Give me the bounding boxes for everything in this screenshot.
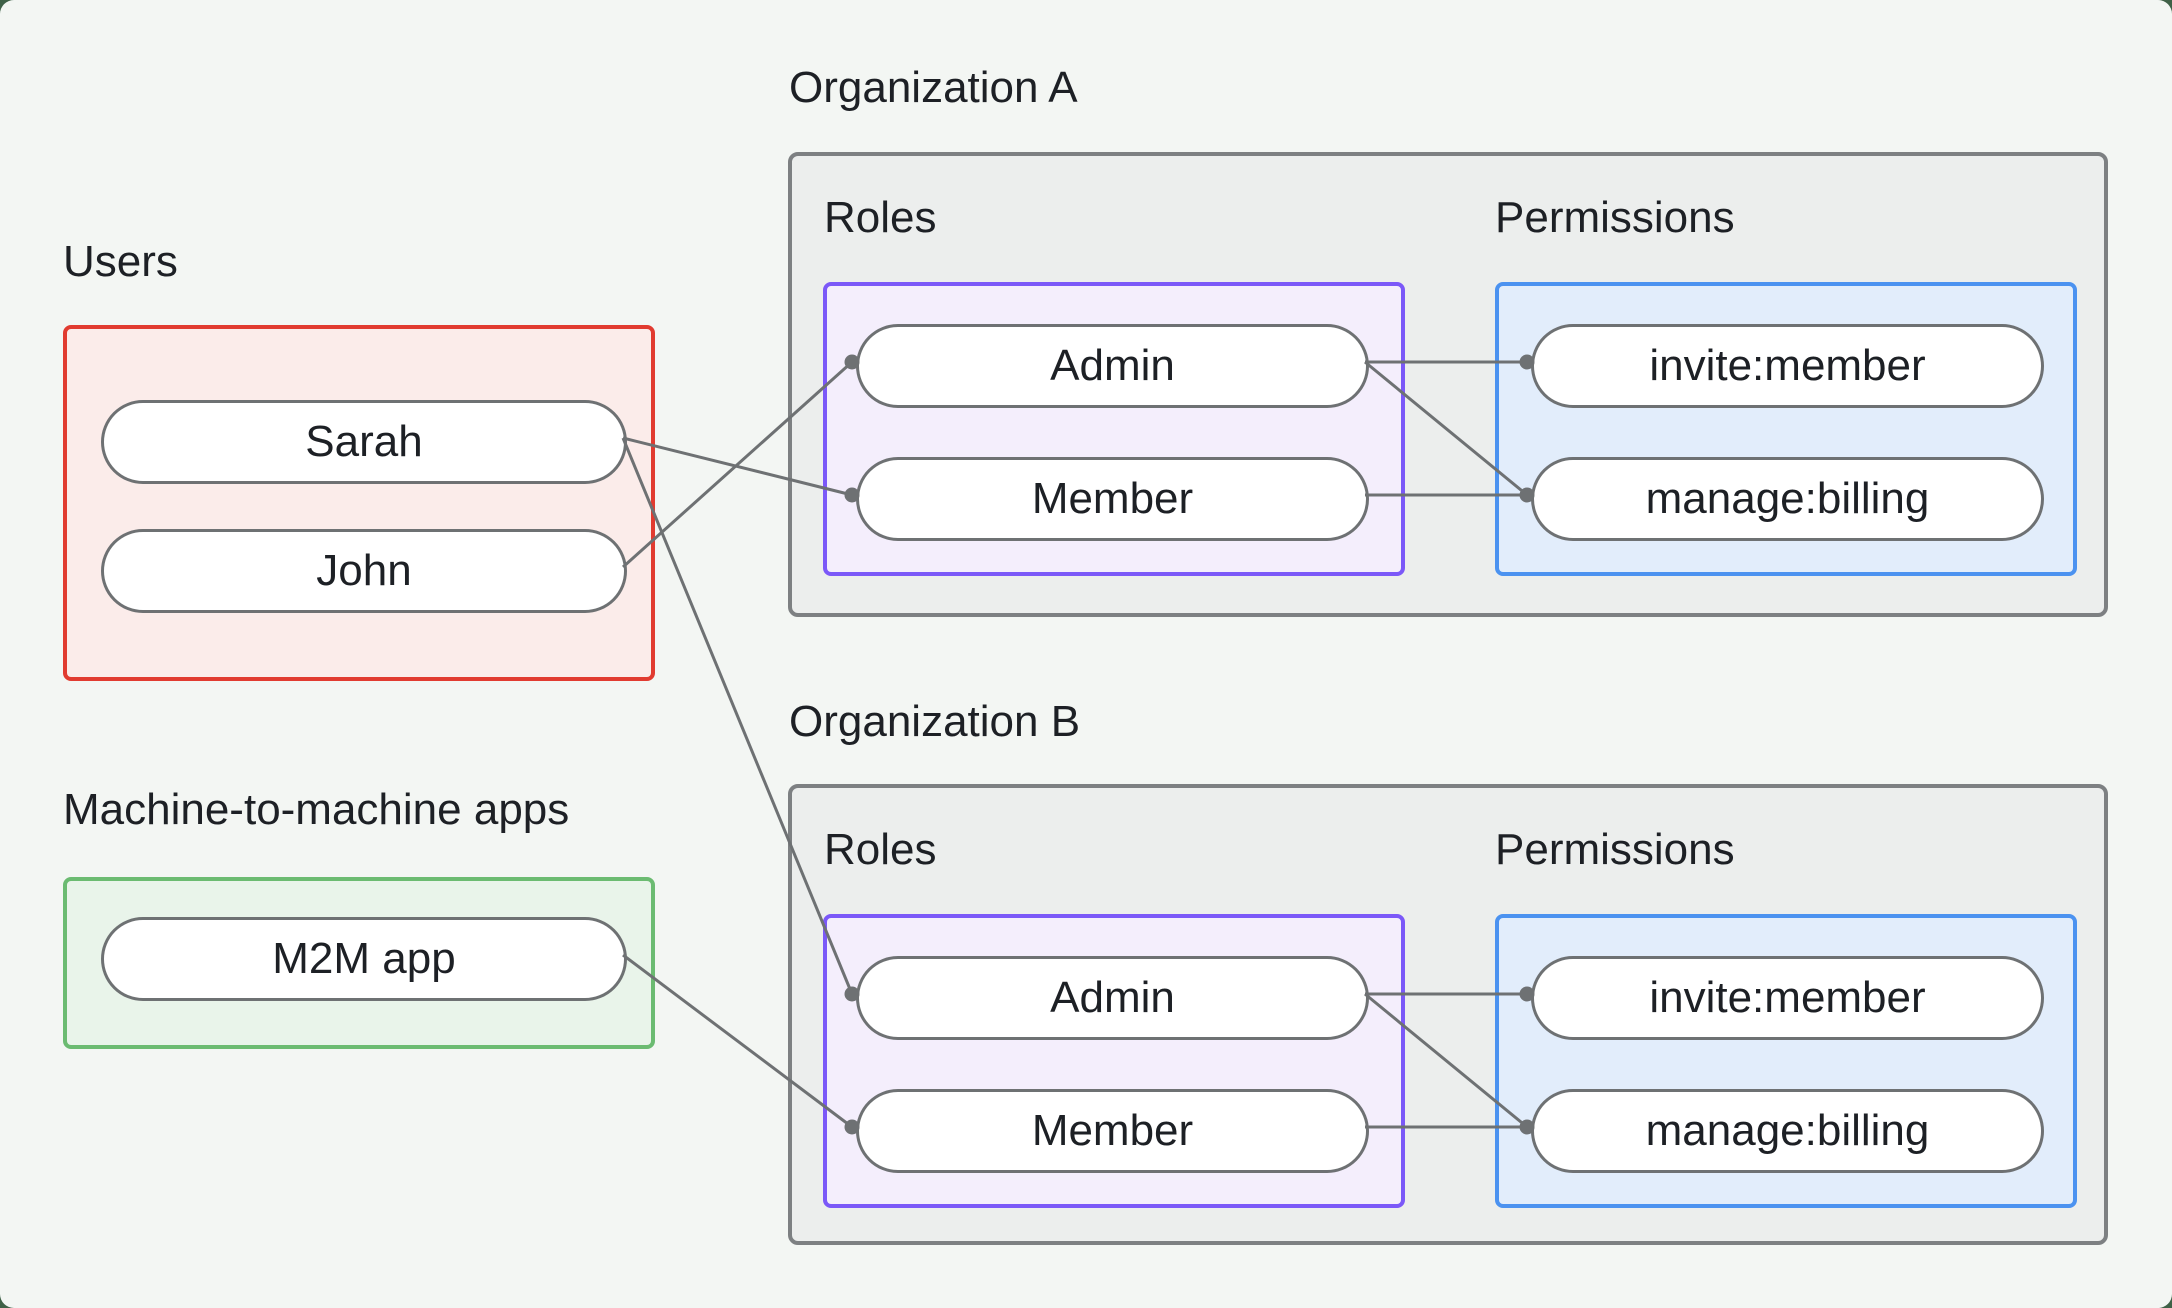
m2m-apps-group: M2M app [63,877,655,1049]
org-a-permission-manage-billing: manage:billing [1531,457,2044,541]
org-a-roles-label: Roles [824,193,937,242]
org-b-permissions-label: Permissions [1495,825,1735,874]
org-b-role-admin: Admin [856,956,1369,1040]
org-a-role-admin: Admin [856,324,1369,408]
org-a-title: Organization A [789,63,1078,112]
org-a-permissions-label: Permissions [1495,193,1735,242]
org-b-permissions-group: invite:member manage:billing [1495,914,2077,1208]
org-b-roles-label: Roles [824,825,937,874]
org-b-role-member: Member [856,1089,1369,1173]
users-label: Users [63,237,178,286]
user-node-john: John [101,529,627,613]
user-node-sarah: Sarah [101,400,627,484]
org-b-card: Roles Permissions Admin Member invite:me… [788,784,2108,1245]
org-a-permission-invite-member: invite:member [1531,324,2044,408]
org-b-permission-invite-member: invite:member [1531,956,2044,1040]
org-b-permission-manage-billing: manage:billing [1531,1089,2044,1173]
users-group: Sarah John [63,325,655,681]
org-a-permissions-group: invite:member manage:billing [1495,282,2077,576]
org-a-roles-group: Admin Member [823,282,1405,576]
org-b-roles-group: Admin Member [823,914,1405,1208]
m2m-apps-label: Machine-to-machine apps [63,785,570,834]
org-a-card: Roles Permissions Admin Member invite:me… [788,152,2108,617]
org-b-title: Organization B [789,697,1081,746]
m2m-app-node: M2M app [101,917,627,1001]
org-a-role-member: Member [856,457,1369,541]
